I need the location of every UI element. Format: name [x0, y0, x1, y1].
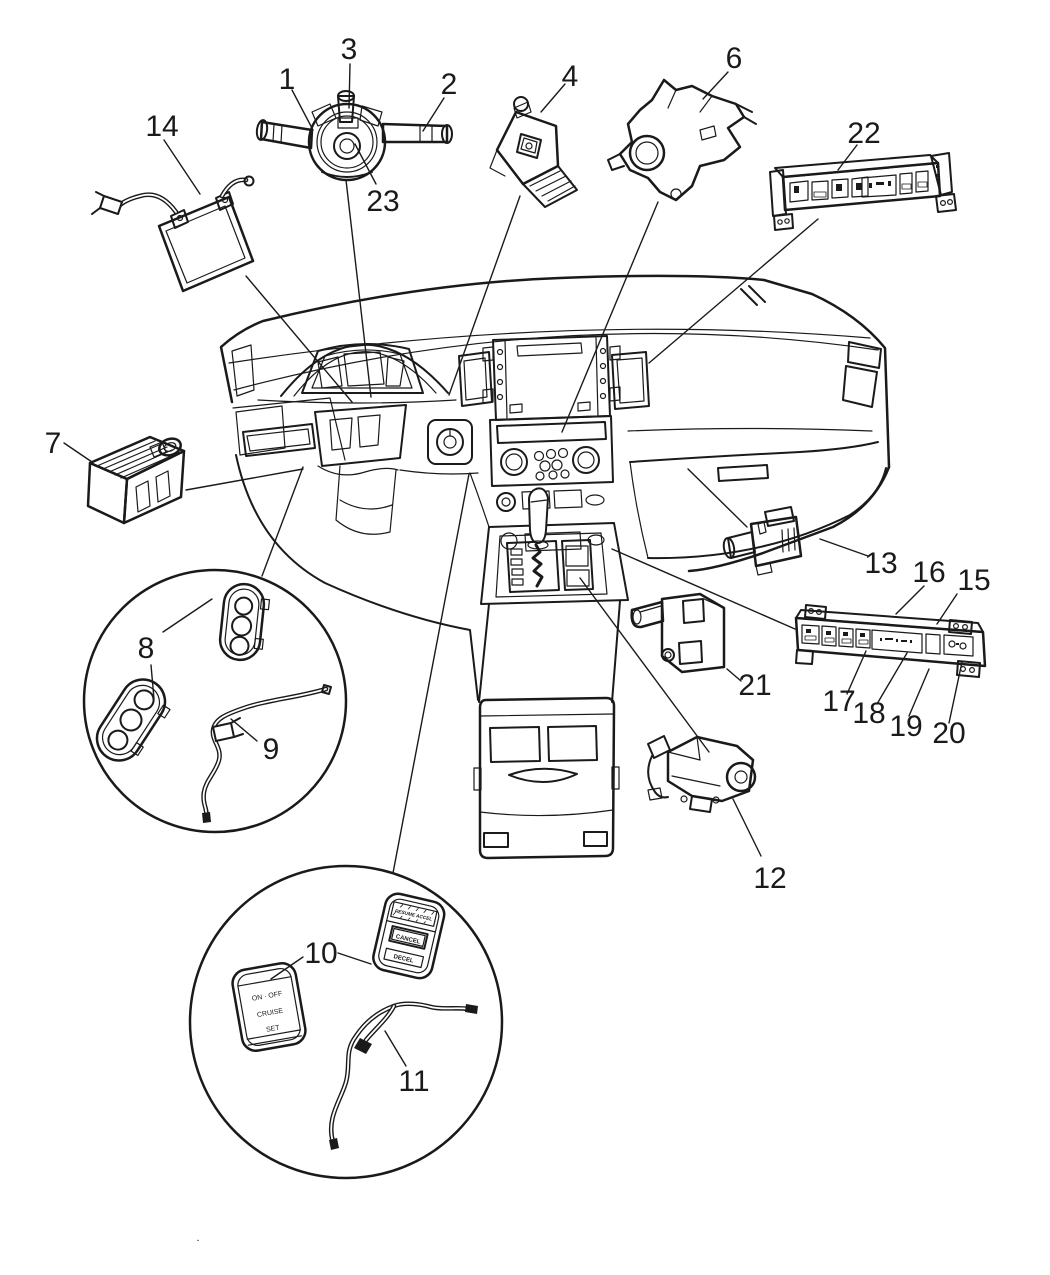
- actuator-12: [647, 735, 757, 813]
- callout-19: 19: [889, 710, 922, 743]
- callout-21: 21: [738, 669, 771, 702]
- module-14: [91, 175, 255, 293]
- callout-3: 3: [341, 33, 358, 66]
- callout-11: 11: [398, 1065, 429, 1098]
- cruise-left-line2: CRUISE: [256, 1008, 284, 1020]
- callout-15: 15: [957, 564, 990, 597]
- callout-labels: 1 2 3 4 6 7 8 9 10 11 12 13 14 15 16 17 …: [45, 33, 991, 1244]
- callout-13: 13: [864, 547, 897, 580]
- callout-2: 2: [441, 68, 458, 101]
- callout-1: 1: [279, 63, 296, 96]
- cruise-switch-left: ON · OFF CRUISE SET: [231, 962, 307, 1052]
- callout-12: 12: [753, 862, 786, 895]
- callout-4: 4: [562, 60, 579, 93]
- switch-bank-15-20: [794, 604, 987, 678]
- callout-7: 7: [45, 427, 62, 460]
- dashboard-illustration: [219, 274, 891, 860]
- switch-13: [722, 506, 803, 576]
- wire-harness-11: [328, 1001, 478, 1150]
- multifunction-switch-1-2-3-23: [255, 90, 453, 182]
- cruise-right-bottom-label: DECEL: [393, 954, 414, 964]
- cruise-right-middle-label: CANCEL: [395, 934, 421, 946]
- callout-23: 23: [366, 185, 399, 218]
- detail-circle-switch-pods: [82, 568, 348, 834]
- cruise-left-line3: SET: [266, 1024, 281, 1033]
- callout-18: 18: [852, 697, 885, 730]
- cruise-switch-right: RESUME ACCEL CANCEL DECEL: [372, 892, 446, 980]
- callout-20: 20: [932, 717, 965, 750]
- switch-bank-22: [769, 152, 957, 231]
- detail-circle-cruise-switches: ON · OFF CRUISE SET RESUME ACCEL CANCEL …: [188, 864, 504, 1180]
- bracket-21: [630, 592, 726, 674]
- wire-harness-9: [201, 684, 332, 823]
- callout-14: 14: [145, 110, 178, 143]
- callout-8: 8: [138, 632, 155, 665]
- module-4: [489, 96, 578, 208]
- callout-6: 6: [726, 42, 743, 75]
- callout-17: 17: [822, 685, 855, 718]
- callout-16: 16: [912, 556, 945, 589]
- housing-6: [607, 78, 757, 202]
- callout-9: 9: [263, 733, 280, 766]
- callout-10: 10: [304, 937, 337, 970]
- stray-dot: .: [196, 1232, 199, 1244]
- leader-lines: [63, 63, 963, 1067]
- headlamp-switch-7: [86, 435, 186, 525]
- callout-22: 22: [847, 117, 880, 150]
- cruise-left-line1: ON · OFF: [251, 991, 282, 1003]
